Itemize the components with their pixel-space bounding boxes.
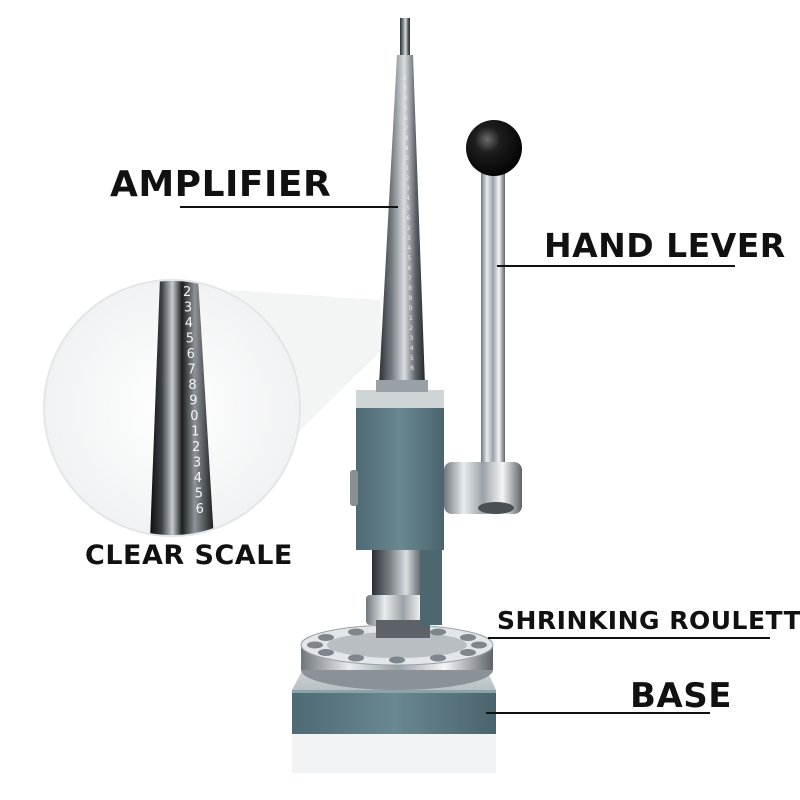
zoom-scale-digit: 5 bbox=[195, 487, 203, 502]
cone-scale-digit: 4 bbox=[410, 345, 414, 352]
amplifier-label: AMPLIFIER bbox=[110, 164, 332, 205]
roulette-hole bbox=[460, 649, 477, 656]
cone-scale-digit: 8 bbox=[408, 285, 412, 292]
hand-lever-label: HAND LEVER bbox=[544, 226, 786, 265]
cone-scale-digit: 9 bbox=[405, 145, 409, 152]
roulette-hole bbox=[430, 628, 446, 636]
cone-scale-digit: 4 bbox=[407, 245, 411, 252]
press-piston bbox=[366, 535, 442, 638]
cone-scale-digit: 3 bbox=[406, 185, 410, 192]
press-body bbox=[350, 390, 444, 550]
cone-scale-digit: 4 bbox=[406, 195, 410, 202]
cone-scale-digit: 3 bbox=[410, 335, 414, 342]
roulette-hole bbox=[389, 656, 405, 664]
cone-scale-digit: 4 bbox=[404, 95, 408, 102]
cone-scale-digit: 2 bbox=[409, 325, 413, 332]
roulette-hole bbox=[430, 654, 446, 662]
zoom-scale-digit: 4 bbox=[185, 316, 193, 331]
cone-scale-digit: 3 bbox=[403, 85, 407, 92]
cone-scale-digit: 6 bbox=[407, 215, 411, 222]
shrinking-roulette-plate bbox=[300, 624, 494, 690]
cone-scale-digit: 5 bbox=[406, 205, 410, 212]
base-label: BASE bbox=[630, 676, 732, 716]
cone-scale-digit: 5 bbox=[408, 255, 412, 262]
hand-lever bbox=[444, 120, 522, 514]
cone-scale-digit: 2 bbox=[407, 225, 411, 232]
cone-scale-digit: 1 bbox=[409, 315, 413, 322]
roulette-hole bbox=[348, 654, 364, 662]
cone-scale-digit: 7 bbox=[404, 125, 408, 132]
cone-scale-digit: 8 bbox=[405, 135, 409, 142]
lever-knob bbox=[466, 120, 522, 176]
zoom-scale-digit: 0 bbox=[190, 409, 198, 424]
base-reflection bbox=[292, 733, 496, 773]
cone-scale-digit: 7 bbox=[408, 275, 412, 282]
shrinking-roulette-label: SHRINKING ROULETTE bbox=[497, 606, 800, 635]
roulette-hole bbox=[317, 649, 334, 656]
cone-scale-digit: 6 bbox=[408, 265, 412, 272]
cone-scale-digit: 1 bbox=[405, 165, 409, 172]
cone-scale-digit: 2 bbox=[406, 175, 410, 182]
cone-scale-digit: 3 bbox=[407, 235, 411, 242]
amplifier-mandrel: 2 3 4 5 6 7 8 9 0 1 2 3 4 5 6 2 3 4 5 6 7 8 9 0 1 2 3 4 5 6 bbox=[376, 18, 428, 392]
cone-scale-digit: 6 bbox=[410, 365, 414, 372]
zoom-scale-digit: 4 bbox=[194, 471, 202, 486]
zoom-scale-digit: 9 bbox=[189, 394, 197, 409]
zoom-scale-digit: 1 bbox=[191, 425, 199, 440]
roulette-hole bbox=[307, 641, 323, 649]
roulette-hole bbox=[471, 641, 487, 649]
cone-scale-digit: 6 bbox=[404, 115, 408, 122]
cone-scale-digit: 0 bbox=[405, 155, 409, 162]
zoom-scale-digit: 2 bbox=[192, 440, 200, 455]
zoom-scale-digit: 7 bbox=[188, 363, 196, 378]
cone-scale-digit: 2 bbox=[403, 75, 407, 82]
roulette-hole bbox=[460, 634, 477, 641]
zoom-scale-digit: 5 bbox=[186, 332, 194, 347]
zoom-scale-digit: 6 bbox=[196, 502, 204, 517]
cone-scale-digit: 5 bbox=[410, 355, 414, 362]
clear-scale-label: CLEAR SCALE bbox=[85, 540, 293, 571]
zoom-scale-digit: 8 bbox=[188, 378, 196, 393]
roulette-hole bbox=[317, 634, 334, 641]
zoom-scale-digit: 3 bbox=[184, 301, 192, 316]
cone-scale-digit: 9 bbox=[409, 295, 413, 302]
cone-scale-digit: 5 bbox=[404, 105, 408, 112]
cone-scale-digit: 0 bbox=[409, 305, 413, 312]
roulette-hole bbox=[348, 628, 364, 636]
cone-scale-digits: 2 3 4 5 6 7 8 9 0 1 2 3 4 5 6 2 3 4 5 6 7 8 9 0 1 2 3 4 5 6 bbox=[403, 75, 414, 372]
zoom-scale-digit: 3 bbox=[193, 456, 201, 471]
zoom-scale-digit: 2 bbox=[183, 285, 191, 300]
zoom-scale-digit: 6 bbox=[187, 347, 195, 362]
